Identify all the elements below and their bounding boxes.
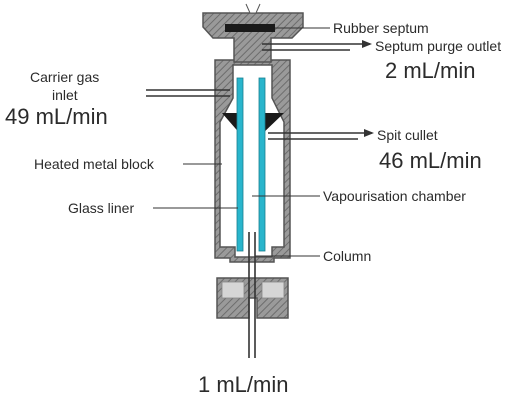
label-column: Column	[323, 248, 371, 264]
glass-liner-left-wall	[236, 77, 244, 252]
needle-guide	[245, 3, 261, 14]
label-rubber-septum: Rubber septum	[333, 20, 429, 36]
label-carrier-gas-flow: 49 mL/min	[5, 104, 108, 129]
ferrule-left	[221, 281, 245, 299]
inner-chamber	[241, 75, 262, 255]
glass-liner-right-wall	[258, 77, 266, 252]
rubber-septum	[225, 24, 275, 32]
septum-purge-arrowhead	[362, 40, 372, 48]
septum-cap	[202, 12, 304, 63]
label-vaporisation-chamber: Vapourisation chamber	[323, 188, 466, 204]
split-outlet-arrowhead	[364, 129, 374, 137]
label-septum-purge-outlet: Septum purge outlet	[375, 38, 501, 54]
label-glass-liner: Glass liner	[68, 200, 134, 216]
label-carrier-gas-inlet: inlet	[52, 87, 78, 103]
label-split-flow: 46 mL/min	[379, 148, 482, 173]
label-heated-block: Heated metal block	[34, 156, 155, 172]
label-column-flow: 1 mL/min	[198, 372, 288, 397]
label-septum-purge-flow: 2 mL/min	[385, 58, 475, 83]
label-split-outlet: Spit cullet	[377, 127, 438, 143]
label-carrier-gas: Carrier gas	[30, 69, 99, 85]
heated-metal-block	[214, 59, 291, 263]
ferrule-right	[261, 281, 285, 299]
